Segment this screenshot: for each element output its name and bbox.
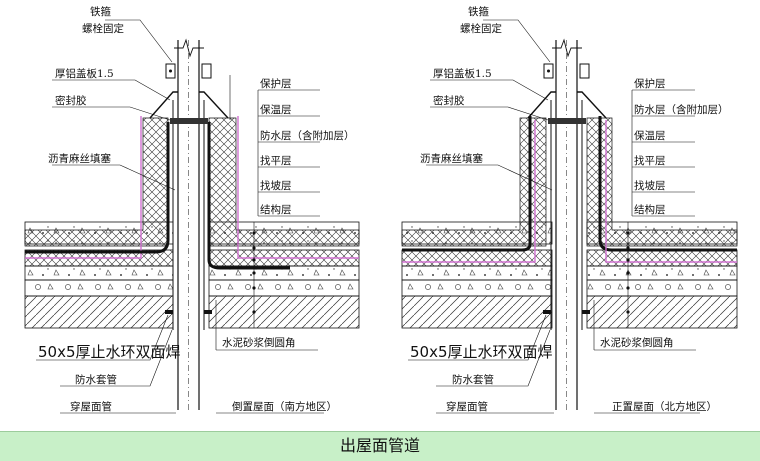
label-layer-1: 保护层 — [260, 77, 292, 90]
label-layer-r4: 找平层 — [634, 154, 666, 167]
water-stop-ring-r2 — [582, 310, 590, 314]
detail-drawings: 铁箍 螺栓固定 厚铝盖板1.5 密封胶 沥青麻丝填塞 保护层 保温层 防水层（含… — [24, 5, 738, 414]
right-detail: 铁箍 螺栓固定 厚铝盖板1.5 密封胶 沥青麻丝填塞 保护层 防水层（含附加层）… — [401, 5, 738, 414]
label-layer-5: 找坡层 — [260, 179, 292, 192]
label-layer-3: 防水层（含附加层） — [260, 129, 355, 142]
label-layer-r2: 防水层（含附加层） — [634, 103, 729, 116]
caption-inverted-roof: 倒置屋面（南方地区） — [232, 400, 337, 413]
label-mortar-r: 水泥砂浆倒圆角 — [600, 336, 674, 349]
membrane-right-r — [605, 120, 737, 263]
label-layer-2: 保温层 — [260, 103, 292, 116]
levelling-layer — [24, 265, 174, 281]
label-alu-cap: 厚铝盖板1.5 — [55, 67, 114, 80]
clamp-right — [201, 63, 212, 79]
structural-layer-r — [401, 295, 553, 329]
footer-title: 出屋面管道 — [339, 436, 420, 455]
label-mortar: 水泥砂浆倒圆角 — [222, 336, 296, 349]
label-filler-r: 沥青麻丝填塞 — [420, 152, 483, 165]
waterproof-line-left — [25, 122, 170, 254]
clamp-right-r — [579, 63, 590, 79]
insulation-layer-r — [401, 249, 553, 267]
slope-layer-r2 — [586, 279, 738, 297]
water-stop-ring-right — [204, 310, 212, 314]
waterproof-line-left-r — [402, 116, 532, 252]
sealant-block — [170, 118, 208, 124]
levelling-layer-r — [401, 265, 553, 281]
bolt-icon — [169, 69, 172, 73]
aluminum-cap — [149, 91, 229, 119]
label-filler: 沥青麻丝填塞 — [48, 152, 111, 165]
label-sealant: 密封胶 — [55, 94, 87, 107]
footer-title-bar: 出屋面管道 — [0, 431, 760, 461]
label-layer-4: 找平层 — [260, 154, 292, 167]
upstand-left — [24, 117, 169, 247]
upstand-left-r — [401, 117, 547, 247]
label-iron-band-r: 铁箍 — [468, 5, 489, 18]
levelling-layer-r2 — [586, 265, 738, 281]
water-stop-ring-r — [543, 310, 551, 314]
bolt-icon — [547, 69, 550, 73]
break-mark-r — [552, 38, 582, 58]
water-stop-ring — [165, 310, 173, 314]
aluminum-cap-r — [527, 91, 607, 119]
label-pipe: 穿屋面管 — [70, 400, 112, 413]
slope-layer — [24, 279, 174, 297]
label-water-stop-r: 50x5厚止水环双面焊 — [410, 343, 553, 361]
label-iron-band: 铁箍 — [90, 5, 111, 18]
membrane-right — [237, 116, 359, 259]
upstand-right-r — [586, 117, 738, 247]
slope-layer-r — [401, 279, 553, 297]
waterproof-line-right — [207, 122, 290, 270]
slope-layer-right — [208, 279, 360, 297]
label-sleeve: 防水套管 — [75, 373, 117, 386]
label-bolt-fix: 螺栓固定 — [82, 22, 124, 35]
structural-layer-r2 — [586, 295, 738, 329]
label-layer-r5: 找坡层 — [634, 179, 666, 192]
label-sealant-r: 密封胶 — [433, 94, 465, 107]
label-layer-6: 结构层 — [260, 203, 292, 216]
left-detail: 铁箍 螺栓固定 厚铝盖板1.5 密封胶 沥青麻丝填塞 保护层 保温层 防水层（含… — [24, 5, 360, 414]
label-layer-r1: 保护层 — [634, 77, 666, 90]
membrane-left-r — [402, 120, 536, 263]
caption-standard-roof: 正置屋面（北方地区） — [612, 400, 717, 413]
label-bolt-fix-r: 螺栓固定 — [460, 22, 502, 35]
clamp-left-r — [543, 63, 554, 79]
membrane-left — [25, 116, 142, 259]
clamp-left — [165, 63, 176, 79]
insulation-layer-r2 — [586, 249, 738, 267]
sealant-block-r — [548, 118, 586, 124]
break-mark — [174, 38, 204, 58]
structural-layer — [24, 295, 174, 329]
label-alu-cap-r: 厚铝盖板1.5 — [433, 67, 492, 80]
waterproof-line-right-r — [598, 116, 737, 252]
label-layer-r6: 结构层 — [634, 203, 666, 216]
label-layer-r3: 保温层 — [634, 129, 666, 142]
label-sleeve-r: 防水套管 — [452, 373, 494, 386]
label-pipe-r: 穿屋面管 — [446, 400, 488, 413]
label-water-stop: 50x5厚止水环双面焊 — [38, 343, 181, 361]
structural-layer-right — [208, 295, 360, 329]
